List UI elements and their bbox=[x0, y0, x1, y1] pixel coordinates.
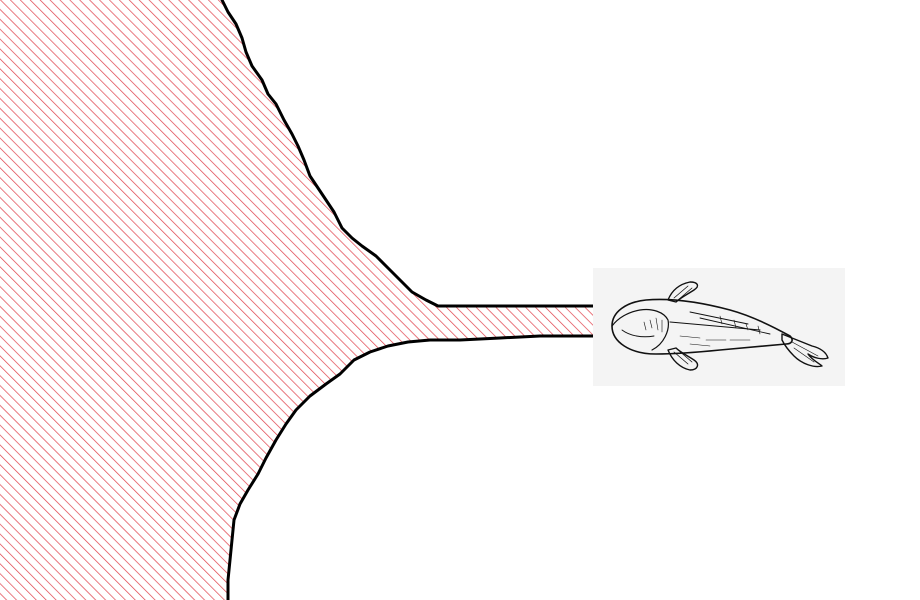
fish-top-view-icon bbox=[611, 281, 829, 371]
shoreline-outline bbox=[220, 0, 596, 600]
fish-illustration bbox=[593, 268, 845, 386]
fish-panel bbox=[593, 268, 845, 386]
hatched-region bbox=[0, 0, 594, 600]
